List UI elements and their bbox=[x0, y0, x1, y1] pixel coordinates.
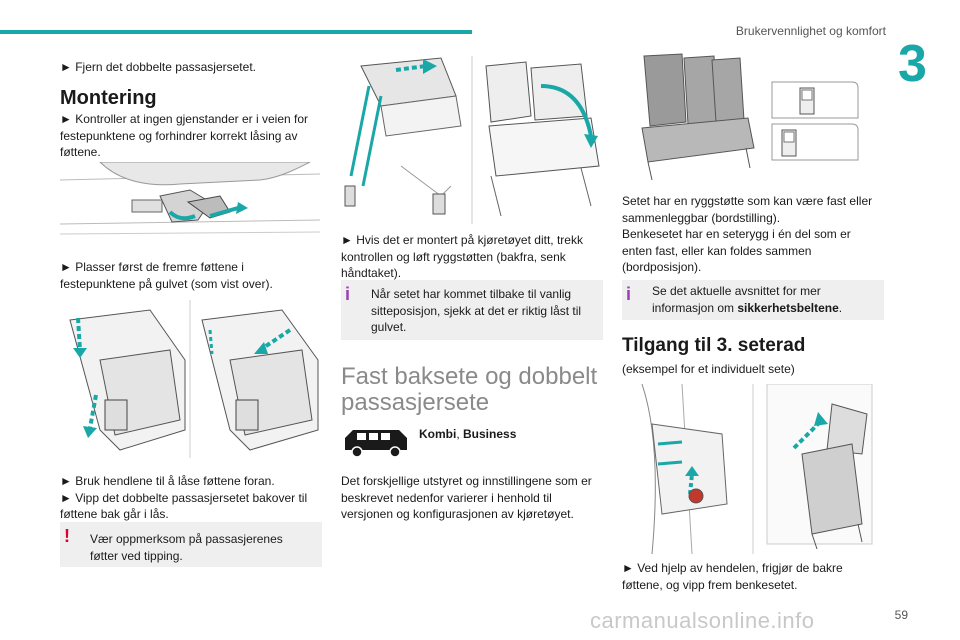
page-number: 59 bbox=[894, 608, 908, 622]
info-belts-suffix: . bbox=[838, 300, 843, 315]
col1-heading-block: Montering bbox=[60, 86, 322, 110]
version-business: Business bbox=[463, 427, 517, 441]
step-backrest: ► Hvis det er montert på kjøretøyet ditt… bbox=[341, 233, 583, 280]
step-place: ► Plasser først de fremre føttene i fest… bbox=[60, 260, 273, 291]
section-title-line-2: passasjersete bbox=[341, 389, 490, 416]
illustration-third-row-access bbox=[622, 384, 884, 554]
step-lock: ► Bruk hendlene til å låse føttene foran… bbox=[60, 474, 275, 488]
step-tilt: ► Vipp det dobbelte passasjersetet bakov… bbox=[60, 490, 308, 522]
step-release: ► Ved hjelp av hendelen, frigjør de bakr… bbox=[622, 561, 843, 592]
illustration-backrest-raise bbox=[341, 56, 603, 224]
backrest-description: Setet har en ryggstøtte som kan være fas… bbox=[622, 194, 873, 225]
col2-body-text: Det forskjellige utstyret og innstilling… bbox=[341, 473, 603, 523]
info-icon: i bbox=[345, 284, 351, 304]
col1-remove-text: ► Fjern det dobbelte passasjersetet. bbox=[60, 59, 322, 76]
col1-check-text: ► Kontroller at ingen gjenstander er i v… bbox=[60, 111, 322, 161]
illustration-seat-layout bbox=[622, 52, 884, 182]
info-icon: i bbox=[626, 284, 632, 304]
van-icon bbox=[341, 424, 413, 460]
bench-description: Benkesetet har en seterygg i én del som … bbox=[622, 227, 851, 274]
warning-note: ! Vær oppmerksom på passasjerenes føtter… bbox=[60, 522, 322, 567]
col2-backrest-text: ► Hvis det er montert på kjøretøyet ditt… bbox=[341, 232, 603, 282]
section-title-line-1: Fast baksete og dobbelt bbox=[341, 363, 598, 390]
versions-label: Kombi, Business bbox=[419, 426, 599, 443]
version-separator: , bbox=[456, 427, 464, 441]
step-remove: ► Fjern det dobbelte passasjersetet. bbox=[60, 60, 256, 74]
section-title-block: Fast baksete og dobbelt passasjersete bbox=[341, 364, 603, 416]
page-header-title: Brukervennlighet og komfort bbox=[735, 24, 886, 38]
example-note: (eksempel for et individuelt sete) bbox=[622, 362, 795, 376]
header-accent-bar bbox=[0, 30, 472, 34]
col3-release-text: ► Ved hjelp av hendelen, frigjør de bakr… bbox=[622, 560, 884, 593]
col3-heading-block: Tilgang til 3. seterad bbox=[622, 335, 884, 357]
warning-icon: ! bbox=[64, 526, 70, 546]
chapter-number: 3 bbox=[898, 35, 927, 93]
illustration-lock-feet bbox=[60, 300, 320, 458]
step-check: ► Kontroller at ingen gjenstander er i v… bbox=[60, 112, 309, 159]
info-locked-text: Når setet har kommet tilbake til vanlig … bbox=[371, 287, 582, 334]
section-body: Det forskjellige utstyret og innstilling… bbox=[341, 474, 592, 521]
info-note-locked: i Når setet har kommet tilbake til vanli… bbox=[341, 280, 603, 340]
info-belts-text: Se det aktuelle avsnittet for mer inform… bbox=[652, 283, 874, 316]
warning-text: Vær oppmerksom på passasjerenes føtter v… bbox=[90, 532, 283, 563]
watermark: carmanualsonline.info bbox=[590, 608, 815, 633]
seatbelts-link[interactable]: sikkerhetsbeltene bbox=[737, 300, 839, 315]
col3-body-text: Setet har en ryggstøtte som kan være fas… bbox=[622, 193, 884, 276]
col1-place-text: ► Plasser først de fremre føttene i fest… bbox=[60, 259, 322, 292]
heading-third-row: Tilgang til 3. seterad bbox=[622, 335, 806, 356]
info-belts-prefix: Se det aktuelle avsnittet for mer inform… bbox=[652, 284, 821, 315]
col1-lock-text: ► Bruk hendlene til å låse føttene foran… bbox=[60, 473, 322, 523]
version-kombi: Kombi bbox=[419, 427, 457, 441]
heading-montering: Montering bbox=[60, 87, 157, 109]
illustration-feet-fixing bbox=[60, 162, 320, 252]
info-note-belts: i Se det aktuelle avsnittet for mer info… bbox=[622, 280, 884, 320]
col3-example-text: (eksempel for et individuelt sete) bbox=[622, 361, 884, 378]
